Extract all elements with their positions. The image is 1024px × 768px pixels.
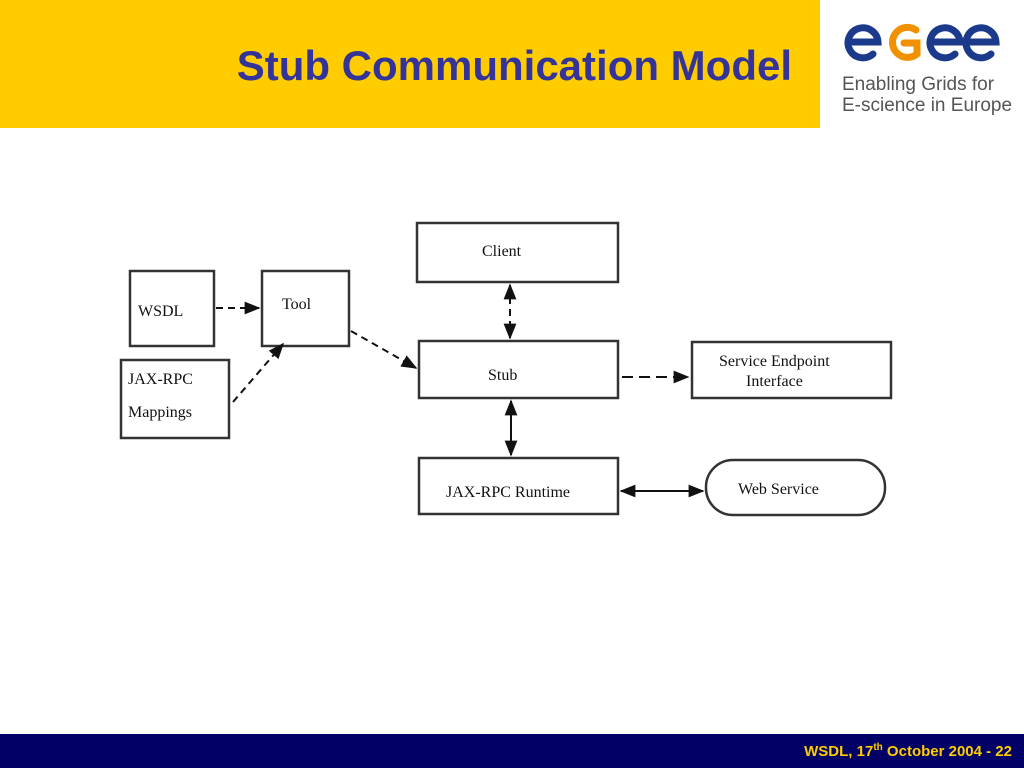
wsdl-label: WSDL [138, 303, 183, 320]
stub-label: Stub [488, 367, 517, 384]
wsdl-box [128, 269, 216, 348]
logo-tagline-line2: E-science in Europe [842, 95, 1013, 116]
client-label: Client [482, 243, 522, 260]
service-endpoint-interface-label-line1: Service Endpoint [719, 353, 830, 370]
footer-bar: WSDL, 17th October 2004 - 22 [0, 732, 1024, 768]
jaxrpc-mappings-label-line2: Mappings [128, 404, 192, 421]
web-service-label: Web Service [738, 481, 819, 498]
egee-logo-mark [844, 23, 1000, 62]
service-endpoint-interface-label-line2: Interface [746, 373, 803, 390]
edge-tool-to-stub [350, 330, 418, 369]
logo-tagline-line1: Enabling Grids for [842, 74, 995, 95]
header-band [0, 0, 820, 128]
stub-box [417, 339, 620, 400]
slide-title: Stub Communication Model [236, 42, 792, 89]
jaxrpc-mappings-box [119, 358, 231, 440]
service-endpoint-interface-box [690, 340, 893, 400]
egee-logo: Enabling Grids for E-science in Europe [820, 0, 1024, 128]
web-service-box [704, 458, 887, 517]
jaxrpc-mappings-label-line1: JAX-RPC [128, 371, 193, 388]
footer-text-sup: th [873, 742, 883, 753]
footer-text-rest: October 2004 - 22 [882, 743, 1012, 760]
footer-text-main: WSDL, 17 [804, 743, 874, 760]
tool-label: Tool [282, 296, 312, 313]
jaxrpc-runtime-box [417, 456, 620, 516]
jaxrpc-runtime-label: JAX-RPC Runtime [446, 484, 570, 501]
client-box [415, 221, 620, 284]
footer-text: WSDL, 17th October 2004 - 22 [804, 742, 1012, 760]
stub-communication-diagram: WSDL Tool JAX-RPC Mappings Client Stub S… [119, 221, 893, 517]
tool-box [260, 269, 351, 348]
logo-tagline: Enabling Grids for E-science in Europe [842, 74, 1022, 116]
edge-mappings-to-tool [232, 342, 285, 403]
